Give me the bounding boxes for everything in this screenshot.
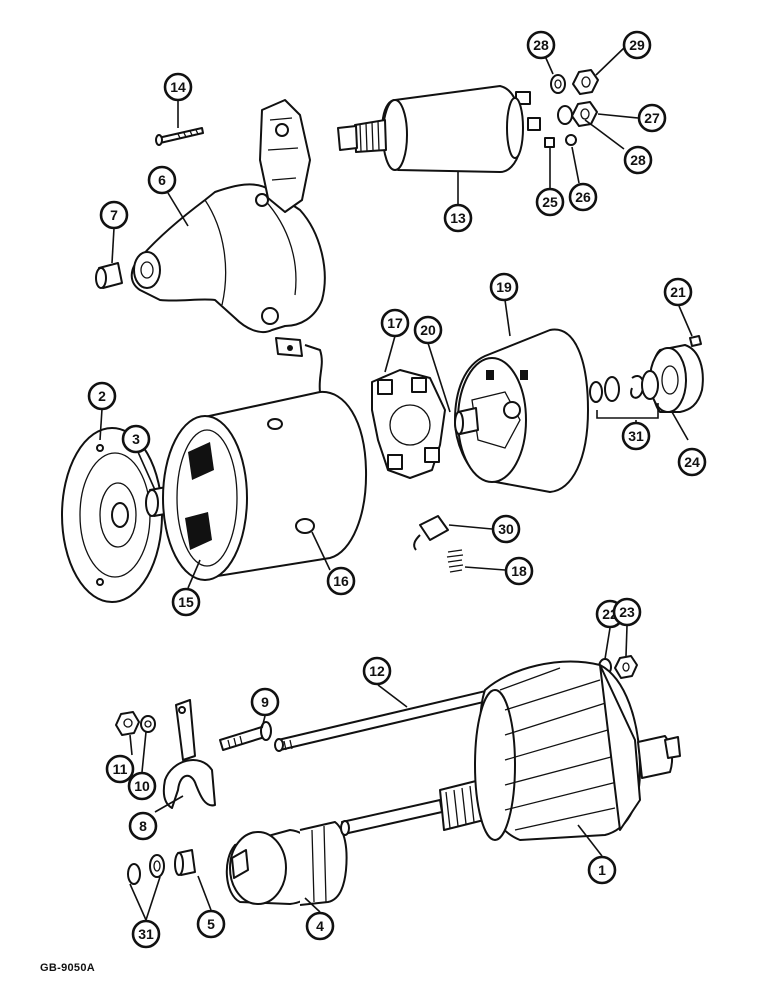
callout-4: 4 (305, 911, 335, 941)
callout-13: 13 (443, 203, 473, 233)
callout-8: 8 (128, 811, 158, 841)
callout-15: 15 (171, 587, 201, 617)
svg-text:17: 17 (387, 315, 403, 331)
callout-12: 12 (362, 656, 392, 686)
svg-text:5: 5 (207, 916, 215, 932)
svg-text:2: 2 (98, 388, 106, 404)
svg-text:30: 30 (498, 521, 514, 537)
callout-11: 11 (105, 754, 135, 784)
svg-text:20: 20 (420, 322, 436, 338)
callout-1: 1 (587, 855, 617, 885)
svg-text:18: 18 (511, 563, 527, 579)
svg-text:29: 29 (629, 37, 645, 53)
callout-31-lower: 31 (131, 919, 161, 949)
callout-5: 5 (196, 909, 226, 939)
svg-text:3: 3 (132, 431, 140, 447)
svg-text:28: 28 (630, 152, 646, 168)
leader-lines (99, 46, 693, 921)
part-brush-plate-17 (371, 369, 446, 479)
part-shift-fork-8 (162, 699, 216, 809)
callout-9: 9 (250, 687, 280, 717)
callout-31-upper: 31 (621, 421, 651, 451)
part-brush-30 (413, 515, 449, 551)
part-cover-24 (649, 344, 704, 413)
svg-text:13: 13 (450, 210, 466, 226)
part-hardware-25-29 (544, 69, 599, 148)
part-bushing-5 (174, 849, 196, 876)
callout-20: 20 (413, 315, 443, 345)
callout-28-upper: 28 (526, 30, 556, 60)
callout-7: 7 (99, 200, 129, 230)
part-washer-10 (140, 715, 156, 733)
svg-text:4: 4 (316, 918, 324, 934)
svg-text:25: 25 (542, 194, 558, 210)
part-washers-31-lower (127, 854, 165, 885)
callout-2: 2 (87, 381, 117, 411)
part-bushing-7 (95, 262, 123, 289)
part-nut-23 (614, 655, 638, 679)
part-screw-21 (689, 335, 702, 347)
part-end-housing-19 (454, 328, 589, 493)
svg-text:28: 28 (533, 37, 549, 53)
svg-text:27: 27 (644, 110, 660, 126)
callout-17: 17 (380, 308, 410, 338)
svg-text:31: 31 (138, 926, 154, 942)
svg-text:12: 12 (369, 663, 385, 679)
callout-24: 24 (677, 447, 707, 477)
part-drive-end-housing-6 (130, 99, 326, 334)
svg-text:15: 15 (178, 594, 194, 610)
callout-30: 30 (491, 514, 521, 544)
svg-text:6: 6 (158, 172, 166, 188)
callout-10: 10 (127, 771, 157, 801)
callout-29: 29 (622, 30, 652, 60)
svg-text:23: 23 (619, 604, 635, 620)
part-drive-pinion-4 (225, 821, 348, 906)
part-solenoid-13 (337, 85, 541, 173)
svg-text:26: 26 (575, 189, 591, 205)
part-screw-9 (219, 721, 272, 751)
callout-3: 3 (121, 424, 151, 454)
svg-text:19: 19 (496, 279, 512, 295)
part-nut-11 (115, 711, 140, 736)
callout-16: 16 (326, 566, 356, 596)
part-end-plate-2 (61, 427, 163, 603)
svg-text:8: 8 (139, 818, 147, 834)
callout-28-lower: 28 (623, 145, 653, 175)
callout-18: 18 (504, 556, 534, 586)
callout-21: 21 (663, 277, 693, 307)
svg-text:1: 1 (598, 862, 606, 878)
drawing-reference-code: GB-9050A (40, 962, 95, 974)
svg-text:31: 31 (628, 428, 644, 444)
part-yoke-15-16 (162, 337, 368, 581)
svg-text:9: 9 (261, 694, 269, 710)
callout-14: 14 (163, 72, 193, 102)
svg-text:14: 14 (170, 79, 186, 95)
svg-text:10: 10 (134, 778, 150, 794)
callout-6: 6 (147, 165, 177, 195)
svg-text:11: 11 (113, 761, 128, 777)
svg-text:7: 7 (110, 207, 118, 223)
callout-26: 26 (568, 182, 598, 212)
callout-23: 23 (612, 597, 642, 627)
callout-25: 25 (535, 187, 565, 217)
callout-27: 27 (637, 103, 667, 133)
part-bushing-20 (454, 407, 479, 435)
part-screw-14 (155, 127, 204, 146)
svg-text:21: 21 (670, 284, 686, 300)
callout-19: 19 (489, 272, 519, 302)
part-spring-18 (446, 549, 464, 573)
part-armature-1 (340, 660, 681, 841)
part-washers-31-upper (589, 370, 659, 403)
svg-text:16: 16 (333, 573, 349, 589)
svg-text:24: 24 (684, 454, 700, 470)
